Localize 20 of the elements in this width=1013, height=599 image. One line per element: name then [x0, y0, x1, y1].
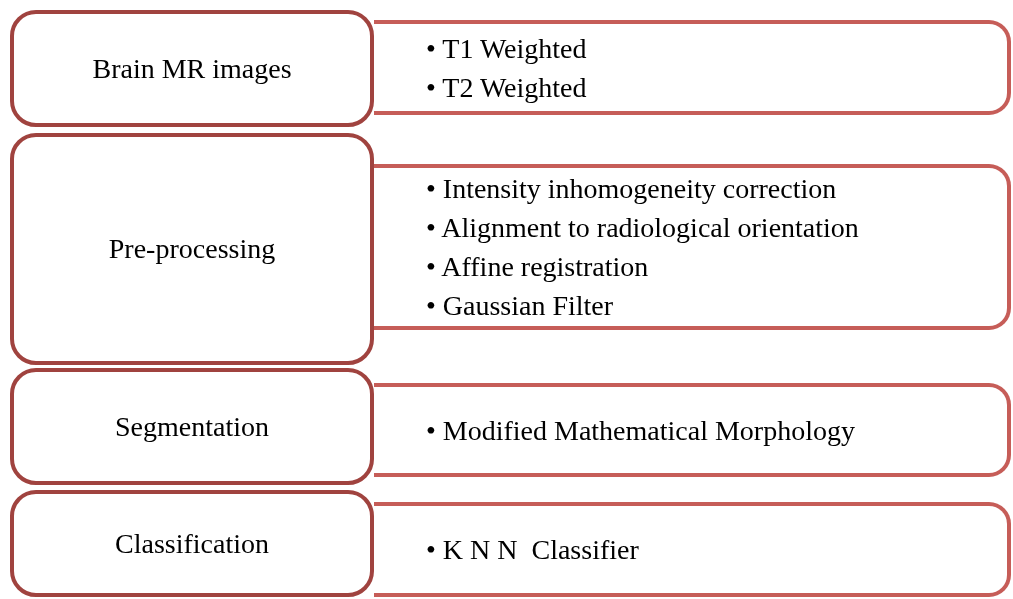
- bullet-item: • Modified Mathematical Morphology: [426, 413, 856, 448]
- detail-box: [374, 20, 1011, 115]
- detail-box: [374, 383, 1011, 477]
- bullet-item: • Alignment to radiological orientation: [426, 211, 860, 245]
- bullet-item: • T2 Weighted: [426, 70, 588, 105]
- stage-box: [10, 368, 374, 485]
- stage-box: [10, 10, 374, 127]
- detail-box: [374, 164, 1011, 330]
- stage-label: Brain MR images: [92, 51, 292, 86]
- detail-box: [374, 502, 1011, 597]
- stage-label: Segmentation: [115, 409, 269, 444]
- stage-label: Pre-processing: [108, 232, 276, 266]
- stage-label: Classification: [115, 526, 269, 561]
- stage-box: [10, 133, 374, 365]
- bullet-item: • K N N Classifier: [426, 533, 640, 567]
- bullet-item: • Intensity inhomogeneity correction: [426, 172, 838, 206]
- bullet-item: • Affine registration: [426, 250, 650, 284]
- stage-box: [10, 490, 374, 597]
- bullet-item: • T1 Weighted: [426, 31, 588, 66]
- bullet-item: • Gaussian Filter: [426, 289, 615, 323]
